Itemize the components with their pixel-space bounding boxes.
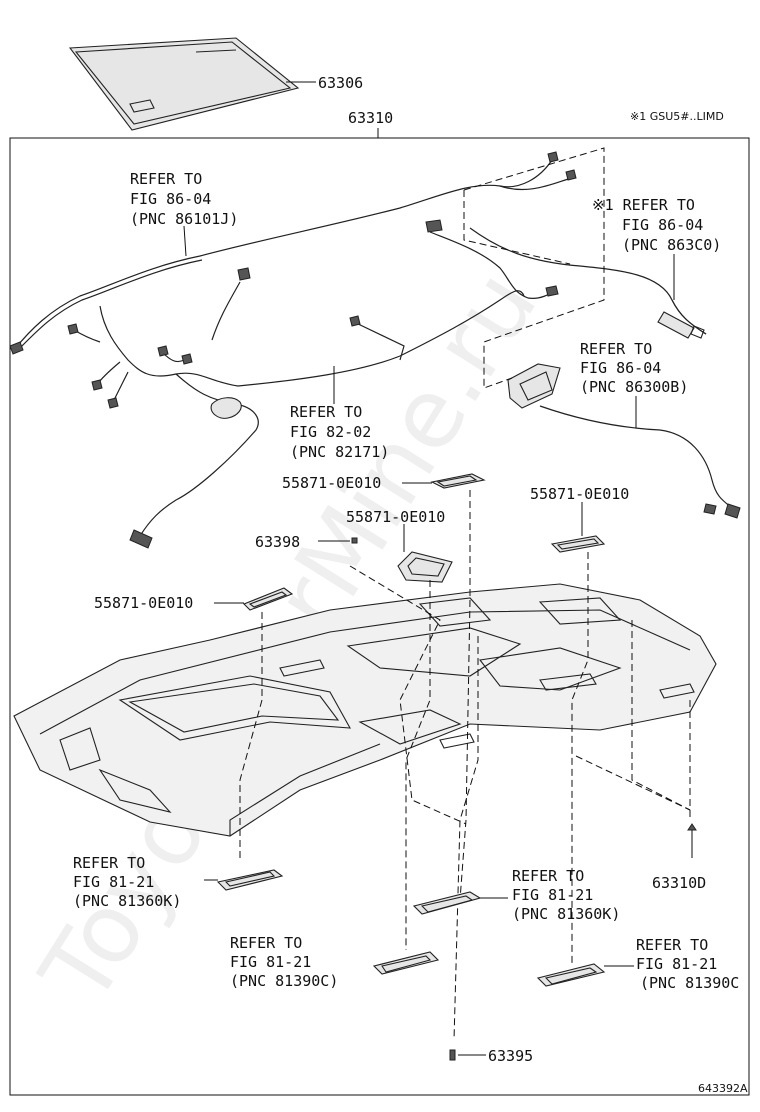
lamp-bezel-center[interactable] — [397, 551, 453, 583]
screw-63395[interactable] — [449, 1049, 456, 1061]
part-label-lamp-right[interactable]: 55871-0E010 — [530, 485, 629, 503]
diagram-code: 643392A — [698, 1082, 748, 1095]
applicability-note: ※1 GSU5#..LIMD — [630, 110, 724, 123]
leader-dash-5 — [453, 636, 479, 1041]
svg-text:FIG 81-21: FIG 81-21 — [636, 955, 717, 973]
pin-63310d[interactable] — [687, 823, 697, 858]
svg-text:(PNC 81390C: (PNC 81390C — [640, 974, 739, 992]
svg-text:(PNC 863C0): (PNC 863C0) — [622, 236, 721, 254]
svg-text:REFER TO: REFER TO — [580, 340, 652, 358]
svg-text:REFER TO: REFER TO — [512, 867, 584, 885]
svg-text:REFER TO: REFER TO — [636, 936, 708, 954]
part-label-63310[interactable]: 63310 — [348, 109, 393, 127]
option-boundary-inner — [463, 190, 571, 265]
svg-text:REFER TO: REFER TO — [73, 854, 145, 872]
ref-82171[interactable]: REFER TO FIG 82-02 (PNC 82171) — [290, 403, 389, 461]
dome-lamp-right[interactable] — [536, 963, 606, 987]
sensor-harness-863c0[interactable] — [657, 299, 707, 339]
svg-text:REFER TO: REFER TO — [130, 170, 202, 188]
ref-81360k-center[interactable]: REFER TO FIG 81-21 (PNC 81360K) — [512, 867, 620, 923]
svg-text:FIG 86-04: FIG 86-04 — [580, 359, 661, 377]
svg-text:FIG 81-21: FIG 81-21 — [73, 873, 154, 891]
ref-81390c-right[interactable]: REFER TO FIG 81-21 (PNC 81390C — [636, 936, 739, 992]
sunshade-panel[interactable] — [68, 37, 300, 131]
leader-dash-6 — [349, 565, 467, 825]
svg-text:FIG 86-04: FIG 86-04 — [130, 190, 211, 208]
ref-863c0[interactable]: ※1 REFER TO FIG 86-04 (PNC 863C0) — [592, 196, 721, 254]
clip-63398[interactable] — [351, 537, 358, 544]
map-lamp-center[interactable] — [412, 891, 482, 915]
ref-81390c-left[interactable]: REFER TO FIG 81-21 (PNC 81390C) — [230, 934, 338, 990]
leader-dash-7 — [631, 620, 691, 811]
lamp-bezel-left[interactable] — [243, 587, 294, 611]
svg-text:FIG 81-21: FIG 81-21 — [512, 886, 593, 904]
svg-text:(PNC 86300B): (PNC 86300B) — [580, 378, 688, 396]
svg-text:FIG 81-21: FIG 81-21 — [230, 953, 311, 971]
map-lamp-left[interactable] — [216, 869, 284, 891]
part-label-63306[interactable]: 63306 — [318, 74, 363, 92]
lamp-bezel-right[interactable] — [550, 535, 606, 553]
svg-text:(PNC 81390C): (PNC 81390C) — [230, 972, 338, 990]
assembly-frame — [9, 137, 750, 1096]
ref-86300b[interactable]: REFER TO FIG 86-04 (PNC 86300B) — [580, 340, 688, 396]
svg-text:※1 REFER TO: ※1 REFER TO — [592, 196, 695, 214]
leader-dash-1 — [239, 612, 263, 862]
leader-dash-8 — [575, 755, 691, 811]
part-label-63395[interactable]: 63395 — [488, 1047, 533, 1065]
part-label-lamp-left[interactable]: 55871-0E010 — [94, 594, 193, 612]
svg-text:(PNC 81360K): (PNC 81360K) — [512, 905, 620, 923]
part-label-63398[interactable]: 63398 — [255, 533, 300, 551]
svg-text:(PNC 81360K): (PNC 81360K) — [73, 892, 181, 910]
leader-dash-3 — [459, 490, 471, 901]
leader-ref-86101j — [183, 225, 187, 257]
roof-headliner[interactable] — [13, 583, 717, 837]
svg-text:REFER TO: REFER TO — [290, 403, 362, 421]
svg-text:FIG 86-04: FIG 86-04 — [622, 216, 703, 234]
part-label-63310d[interactable]: 63310D — [652, 874, 706, 892]
antenna-harness-86300b[interactable] — [507, 363, 741, 519]
svg-text:FIG 82-02: FIG 82-02 — [290, 423, 371, 441]
part-label-lamp-center[interactable]: 55871-0E010 — [346, 508, 445, 526]
part-label-lamp-top[interactable]: 55871-0E010 — [282, 474, 381, 492]
lamp-bezel-top[interactable] — [430, 473, 486, 489]
ref-81360k-left[interactable]: REFER TO FIG 81-21 (PNC 81360K) — [73, 854, 181, 910]
svg-text:(PNC 86101J): (PNC 86101J) — [130, 210, 238, 228]
svg-text:(PNC 82171): (PNC 82171) — [290, 443, 389, 461]
svg-text:REFER TO: REFER TO — [230, 934, 302, 952]
option-boundary — [463, 147, 605, 389]
ref-86101j[interactable]: REFER TO FIG 86-04 (PNC 86101J) — [130, 170, 238, 228]
dome-lamp-left[interactable] — [372, 951, 440, 975]
